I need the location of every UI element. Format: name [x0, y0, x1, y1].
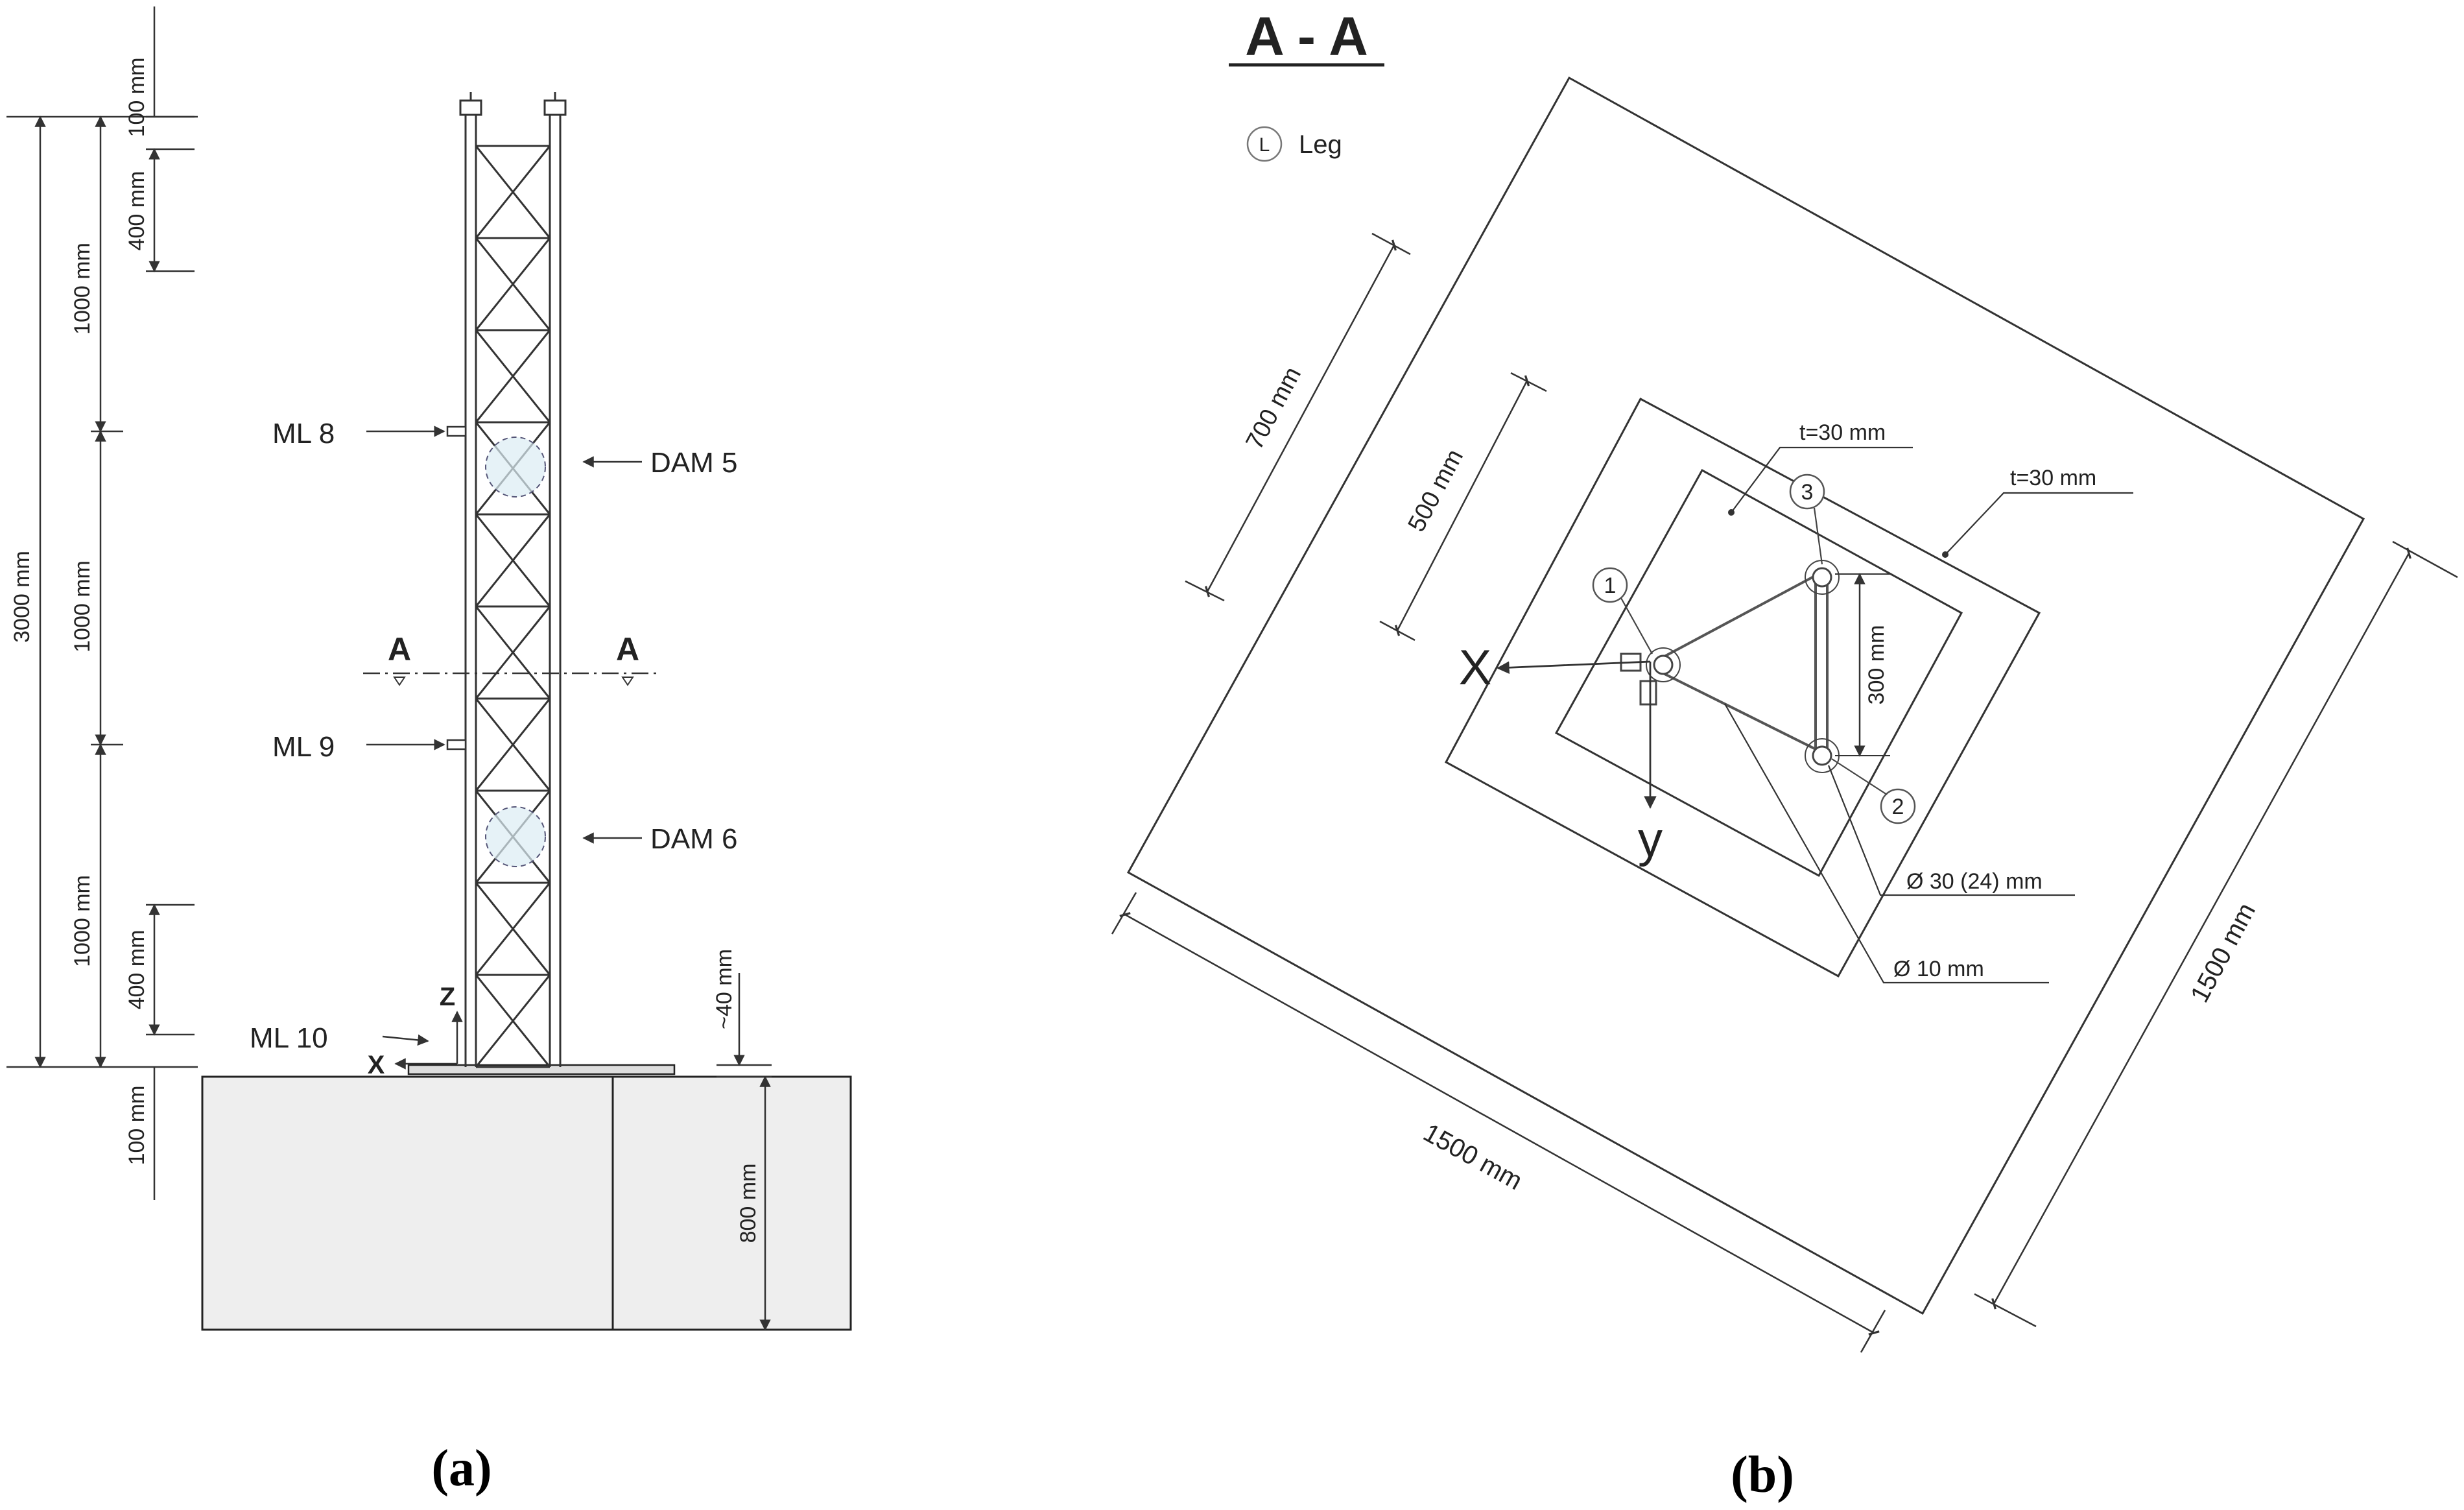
dim-bottom-100: 100 mm: [124, 1086, 149, 1166]
legend-leg-symbol: [1246, 126, 1283, 162]
dim-top-400: 400 mm: [124, 171, 149, 251]
leg-number-2: 2: [1892, 795, 1904, 819]
t30-outer-dot: [1942, 551, 1949, 558]
dim-top-100: 100 mm: [124, 58, 149, 138]
ml8-label: ML 8: [272, 418, 335, 449]
section-label-right: A: [616, 631, 639, 667]
tower-plan: [1663, 571, 1829, 754]
d30-label: Ø 30 (24) mm: [1906, 869, 2043, 894]
leg-nodes: [1620, 560, 1840, 773]
foundation-block: [201, 1075, 852, 1331]
left-dimension-lines: [6, 6, 198, 1200]
plan-axis-y-label: y: [1638, 812, 1663, 867]
legend-leg-label: Leg: [1299, 130, 1342, 159]
ml8-sensor: [446, 425, 467, 437]
t30-outer-label: t=30 mm: [2010, 466, 2096, 490]
ml10-arrow: [382, 1034, 429, 1046]
dim-700-label: 700 mm: [1241, 363, 1307, 454]
section-label-left: A: [388, 631, 411, 667]
leg-number-3: 3: [1801, 480, 1814, 505]
caption-a: (a): [431, 1440, 492, 1497]
dim-300-label: 300 mm: [1864, 625, 1889, 705]
t30-inner-label: t=30 mm: [1799, 420, 1886, 445]
dim-total-3000: 3000 mm: [10, 551, 34, 643]
dim-gap-40: ~40 mm: [712, 949, 737, 1029]
leg-3-leader: [1813, 507, 1823, 565]
panel-b-section-plan: A - A L Leg: [1111, 6, 2458, 1504]
section-line-a: [363, 672, 661, 686]
ml9-label: ML 9: [272, 731, 335, 763]
axis-x-label: X: [368, 1051, 385, 1079]
dam5-circle: [485, 437, 546, 497]
section-title: A - A: [1245, 6, 1368, 67]
axis-z-label: Z: [440, 983, 455, 1011]
caption-b: (b): [1731, 1446, 1794, 1504]
t30-outer-leader: [1945, 492, 2133, 555]
tower-lattice-bracing: [475, 145, 551, 1068]
dim-seg2-1000: 1000 mm: [70, 560, 95, 653]
dim-seg1-1000: 1000 mm: [70, 243, 95, 335]
dim-1500-right-label: 1500 mm: [2185, 898, 2261, 1007]
dim-1500-bottom: [1111, 892, 1886, 1353]
dim-seg3-1000: 1000 mm: [70, 875, 95, 967]
base-plate: [389, 1064, 678, 1078]
tower-legs: [459, 92, 567, 1067]
dim-700: [1185, 232, 1411, 602]
dam6-label: DAM 6: [650, 823, 737, 855]
foundation-plates: [1126, 76, 2365, 1315]
ml9-sensor: [446, 739, 467, 750]
base-axes: [394, 1011, 463, 1070]
leg-number-circles: [1592, 473, 1916, 824]
panel-a-tower-elevation: A A ML 8 ML 9 ML 10 DAM 5 DAM 6 Z X: [6, 6, 852, 1497]
dim-500-label: 500 mm: [1403, 445, 1469, 536]
plan-axis-x-label: X: [1459, 640, 1492, 695]
leg-1-leader: [1620, 597, 1653, 654]
d10-label: Ø 10 mm: [1893, 957, 1984, 981]
inner-plate-500: [1554, 468, 1963, 878]
leg-number-1: 1: [1604, 573, 1617, 598]
outer-plate-1500: [1126, 76, 2365, 1315]
plan-axes: [1497, 660, 1657, 809]
dam5-label: DAM 5: [650, 447, 737, 479]
legend-leg-letter: L: [1259, 134, 1270, 156]
t30-inner-dot: [1728, 509, 1735, 516]
dam6-circle: [485, 806, 546, 867]
t30-inner-leader: [1731, 446, 1913, 513]
dim-500: [1379, 372, 1547, 641]
dim-block-800: 800 mm: [736, 1164, 761, 1243]
leg-2-leader: [1831, 758, 1888, 795]
right-dimension-lines: [717, 973, 772, 1331]
dim-bottom-400: 400 mm: [124, 930, 149, 1010]
ml10-label: ML 10: [250, 1022, 328, 1054]
dim-1500-right: [1974, 540, 2458, 1328]
